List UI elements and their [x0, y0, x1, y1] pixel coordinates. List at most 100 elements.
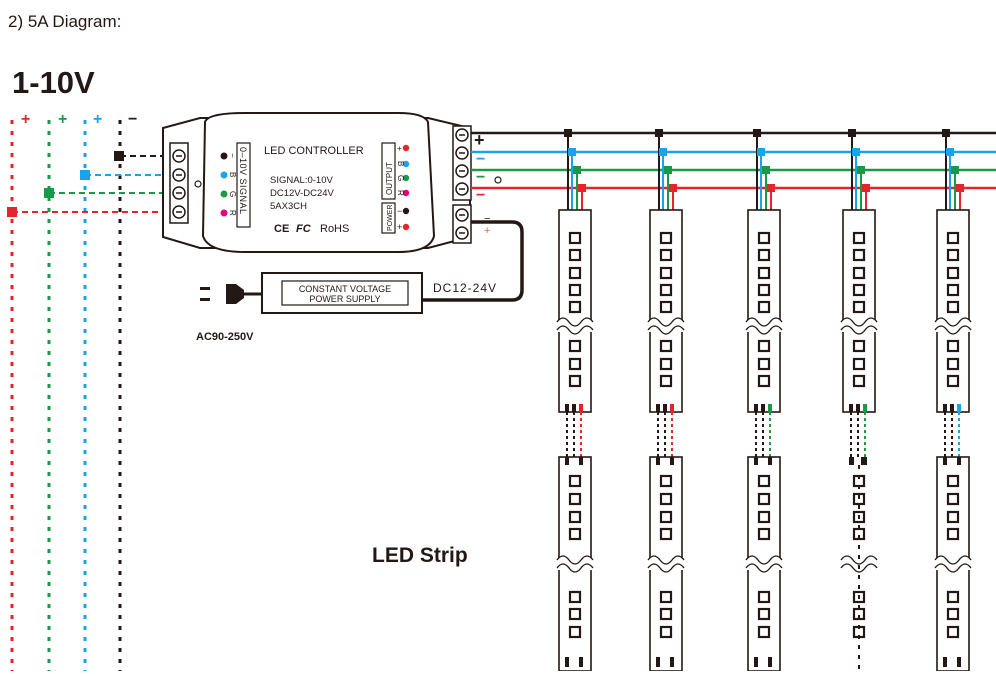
signal-spec: SIGNAL:0-10V: [270, 175, 333, 186]
led-chip: [568, 357, 582, 371]
led-chip: [946, 248, 960, 262]
right-terminals: [455, 128, 469, 240]
led-chip: [852, 283, 866, 297]
led-chip: [757, 283, 771, 297]
led-controller: − B G R 0–10V SIGNAL LED CONTROLLER SIGN…: [162, 112, 502, 253]
pad: [656, 657, 660, 667]
cut-mark: [556, 563, 594, 573]
cut-mark: [934, 555, 972, 565]
led-strip: [745, 129, 783, 672]
left-mount-hole: [194, 180, 202, 188]
bus-node: [951, 166, 959, 174]
pad: [572, 404, 576, 412]
node-green: [44, 188, 54, 198]
bus-node: [573, 166, 581, 174]
led-chip: [659, 248, 673, 262]
led-strip: [647, 129, 685, 672]
led-chip: [659, 231, 673, 245]
svg-text:G: G: [396, 175, 405, 181]
svg-text:+: +: [397, 222, 402, 232]
led-strip: [556, 129, 594, 672]
bus-sign-red: −: [476, 187, 485, 204]
psu-output-label: DC12-24V: [433, 281, 497, 295]
power-wire: − +: [420, 213, 524, 302]
led-chip: [757, 607, 771, 621]
bus-node: [669, 184, 677, 192]
pad: [670, 657, 674, 667]
led-chip: [946, 374, 960, 388]
pad: [943, 404, 947, 412]
led-chip: [852, 266, 866, 280]
bus-node: [956, 184, 964, 192]
led-chip: [946, 607, 960, 621]
led-chip: [568, 510, 582, 524]
pad: [950, 404, 954, 412]
bus-node: [767, 184, 775, 192]
pad: [768, 404, 772, 412]
led-chip: [568, 283, 582, 297]
bus-sign-blue: −: [476, 151, 485, 168]
pad: [663, 404, 667, 412]
cert-fc-mark: FC: [296, 223, 312, 235]
pad: [754, 457, 758, 465]
led-chip: [852, 248, 866, 262]
led-chip: [568, 607, 582, 621]
mode-title: 1-10V: [12, 65, 95, 100]
led-chip: [946, 266, 960, 280]
pad: [943, 457, 947, 465]
led-chip: [659, 474, 673, 488]
led-chip: [568, 231, 582, 245]
output-label: OUTPUT: [385, 162, 394, 195]
bus-node: [659, 148, 667, 156]
node-black: [114, 151, 124, 161]
led-chip: [757, 625, 771, 639]
dc-minus-sign: −: [484, 213, 490, 225]
dc-cable: [420, 220, 524, 302]
led-chip: [757, 374, 771, 388]
pad: [856, 404, 860, 412]
cut-mark: [556, 325, 594, 335]
led-chip: [568, 248, 582, 262]
pad: [863, 457, 867, 465]
pad: [579, 457, 583, 465]
ac-input-label: AC90-250V: [196, 331, 254, 343]
led-chip: [659, 527, 673, 541]
led-chip: [659, 283, 673, 297]
led-strip-label: LED Strip: [372, 544, 468, 567]
bus-node: [862, 184, 870, 192]
plug-prong-top: [200, 287, 210, 290]
cut-mark: [647, 563, 685, 573]
led-chip: [946, 492, 960, 506]
led-chip: [946, 474, 960, 488]
svg-text:B: B: [396, 161, 405, 166]
node-blue: [80, 170, 90, 180]
pad: [565, 457, 569, 465]
bus-node: [664, 166, 672, 174]
svg-text:−: −: [228, 153, 237, 158]
pad: [957, 657, 961, 667]
plug-prong-bottom: [200, 298, 210, 301]
node-red: [7, 207, 17, 217]
led-chip: [568, 374, 582, 388]
led-chip: [946, 231, 960, 245]
pad: [670, 457, 674, 465]
pad: [863, 404, 867, 412]
svg-text:+: +: [397, 144, 402, 153]
pad: [565, 657, 569, 667]
cert-ce-mark: CE: [274, 223, 289, 235]
bus-sign-green: −: [476, 169, 485, 186]
led-chip: [659, 625, 673, 639]
right-terminal-block-output: [452, 125, 472, 201]
led-chip: [946, 283, 960, 297]
cut-mark: [745, 555, 783, 565]
bus-node: [946, 148, 954, 156]
led-chip: [659, 590, 673, 604]
led-chip: [946, 527, 960, 541]
left-terminals: [172, 149, 186, 219]
right-mount-hole: [494, 176, 502, 184]
led-chip: [568, 527, 582, 541]
led-chip: [568, 300, 582, 314]
power-label-box: [381, 202, 396, 234]
